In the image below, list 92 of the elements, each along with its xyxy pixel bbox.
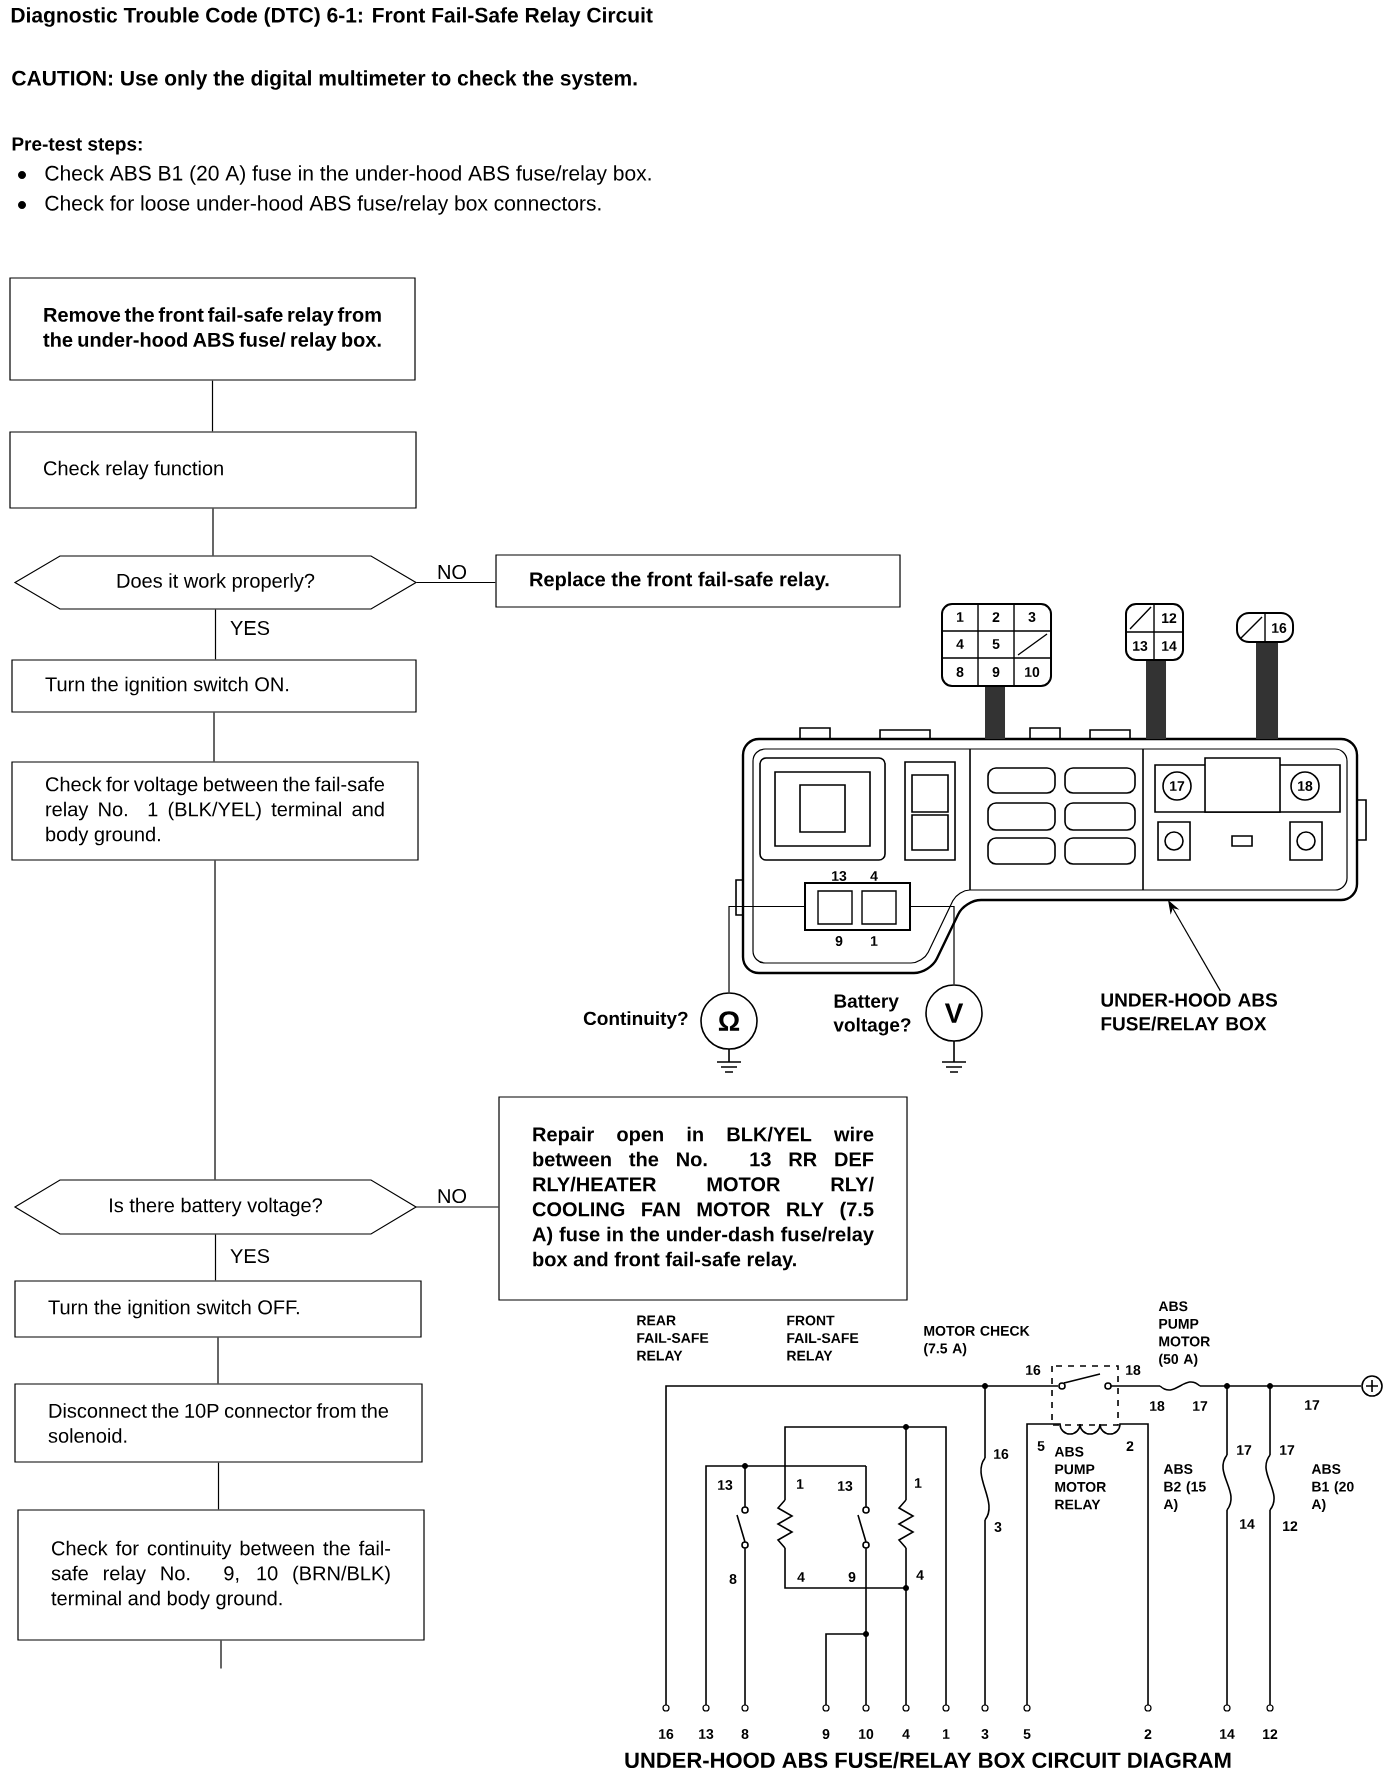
diagram-caption: UNDER-HOOD ABS FUSE/RELAY BOX CIRCUIT DIAGRAM (625, 1751, 1231, 1769)
callout-text: UNDER-HOOD ABS FUSE/RELAY BOX (1101, 993, 1277, 1031)
connector-line (415, 1206, 499, 1208)
component-label: FRONT FAIL-SAFE RELAY (787, 1315, 859, 1361)
terminal-number: 17 (1170, 781, 1185, 791)
terminal-number: 5 (1023, 1729, 1031, 1739)
pin-number: 2 (992, 612, 1000, 622)
connector-line (214, 1233, 217, 1281)
terminal-number: 13 (718, 1480, 733, 1490)
leader-arrow (1168, 900, 1221, 992)
terminal-number: 18 (1298, 781, 1313, 791)
terminal-number: 10 (859, 1729, 874, 1739)
edge-label: NO (435, 562, 469, 582)
connector-line (213, 712, 215, 762)
terminal-number: 17 (1237, 1445, 1252, 1455)
terminal-number: 14 (1240, 1519, 1255, 1529)
connector-line (214, 860, 216, 1181)
process-box: Disconnect the 10P connector from the solenoid. (14, 1383, 423, 1463)
pin-number: 4 (956, 639, 964, 649)
terminal-number: 8 (729, 1574, 737, 1584)
test-lead (728, 905, 805, 993)
meter-label: Battery voltage? (833, 994, 911, 1036)
caution-note: CAUTION: Use only the digital multimeter to check the system. (12, 70, 637, 90)
terminal-number: 13 (699, 1729, 714, 1739)
terminal-number: 4 (916, 1570, 924, 1580)
terminal-number: 18 (1126, 1365, 1141, 1375)
terminal-number: 3 (981, 1729, 989, 1739)
connector-line (214, 608, 217, 660)
component-label: ABS PUMP MOTOR (50 A) (1158, 1301, 1210, 1367)
terminal-number: 16 (659, 1729, 674, 1739)
terminal-number: 3 (994, 1522, 1002, 1532)
step-text: Check for loose under-hood ABS fuse/relay box connectors. (45, 195, 601, 215)
pin-number: 5 (992, 639, 1000, 649)
test-lead (910, 905, 955, 985)
component-label: ABS B2 (15 A) (1163, 1464, 1206, 1512)
pin-number: 8 (956, 667, 964, 677)
process-box: Replace the front fail-safe relay. (495, 554, 901, 608)
process-box: Check for continuity between the fail-safe relay No. 9, 10 (BRN/BLK) terminal and body ground. (17, 1509, 425, 1641)
edge-label: NO (435, 1186, 469, 1206)
process-box: Turn the ignition switch OFF. (14, 1280, 422, 1338)
section-heading: Pre-test steps: (12, 137, 142, 155)
connector-line (212, 508, 214, 557)
terminal-number: 18 (1150, 1401, 1165, 1411)
terminal-number: 1 (943, 1729, 950, 1739)
title: Diagnostic Trouble Code (DTC) 6-1: Front Fail-Safe Relay Circuit (11, 7, 653, 27)
terminal-number: 16 (1026, 1365, 1041, 1375)
terminal-number: 12 (1263, 1729, 1278, 1739)
connector-line (211, 380, 214, 432)
terminal-number: 13 (838, 1481, 853, 1491)
pin-number: 13 (1133, 641, 1148, 651)
terminal-number: 2 (1144, 1729, 1152, 1739)
terminal-number: 4 (902, 1729, 910, 1739)
terminal-number: 14 (1220, 1729, 1235, 1739)
edge-label: YES (228, 1246, 272, 1266)
fuse-box-drawing (735, 603, 1367, 975)
terminal-number: 1 (797, 1479, 804, 1489)
process-box: Repair open in BLK/YEL wire between the No. 13 RR DEF RLY/HEATER MOTOR RLY/ COOLING FAN MOTOR RLY (7.5 A) fuse in the under-dash fuse/relay box and front fail-safe relay. (498, 1096, 908, 1301)
connector-line (415, 581, 496, 584)
process-box: Remove the front fail-safe relay from the under-hood ABS fuse/ relay box. (9, 277, 416, 381)
terminal-number: 12 (1283, 1521, 1298, 1531)
component-label: REAR FAIL-SAFE RELAY (637, 1315, 709, 1361)
pin-number: 10 (1025, 667, 1040, 677)
pin-number: 16 (1272, 623, 1287, 633)
pin-number: 14 (1162, 641, 1177, 651)
terminal-number: 4 (797, 1572, 805, 1582)
connector-line (217, 1337, 219, 1384)
component-label: ABS PUMP MOTOR RELAY (1054, 1446, 1106, 1510)
pin-number: 9 (992, 667, 1000, 677)
terminal-number: 17 (1280, 1445, 1295, 1455)
component-label: ABS B1 (20 A) (1311, 1464, 1354, 1512)
connector-line (217, 1462, 220, 1510)
pin-number: 3 (1028, 612, 1036, 622)
pin-number: 1 (957, 612, 964, 622)
process-box: Turn the ignition switch ON. (11, 659, 417, 713)
step-text: Check ABS B1 (20 A) fuse in the under-hood ABS fuse/relay box. (45, 165, 651, 185)
process-box: Check for voltage between the fail-safe relay No. 1 (BLK/YEL) terminal and body ground. (11, 761, 419, 861)
terminal-number: 17 (1305, 1400, 1320, 1410)
process-box: Check relay function (9, 431, 417, 509)
terminal-number: 17 (1193, 1401, 1208, 1411)
terminal-number: 5 (1037, 1441, 1045, 1451)
pin-number: 12 (1162, 613, 1177, 623)
terminal-number: 2 (1126, 1441, 1134, 1451)
edge-label: YES (228, 618, 272, 638)
component-label: MOTOR CHECK (7.5 A) (924, 1325, 1030, 1357)
meter-label: Continuity? (583, 1011, 688, 1029)
terminal-number: 9 (848, 1572, 856, 1582)
connector-line (220, 1640, 222, 1670)
terminal-number: 9 (822, 1729, 830, 1739)
terminal-number: 8 (741, 1729, 749, 1739)
terminal-number: 16 (994, 1449, 1009, 1459)
terminal-number: 1 (915, 1478, 922, 1488)
connector-drawing (804, 882, 911, 931)
